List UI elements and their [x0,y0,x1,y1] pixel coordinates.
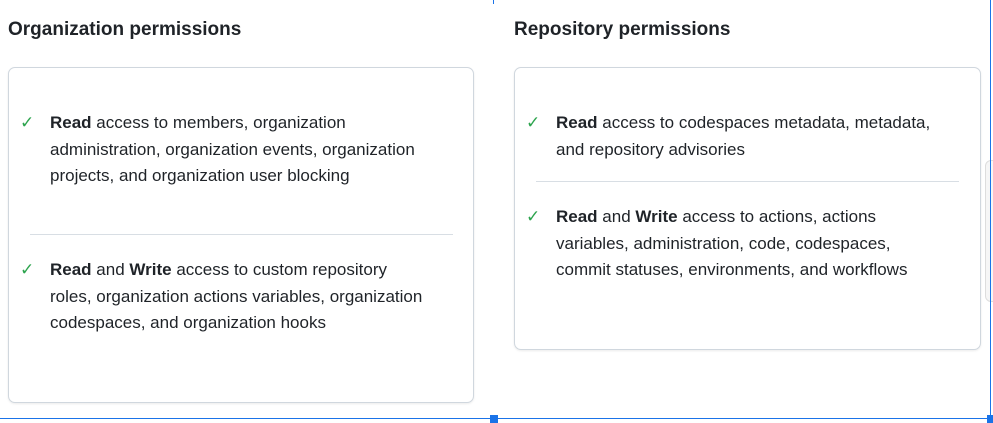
write-label: Write [635,207,678,226]
resize-handle[interactable] [987,415,993,423]
permission-text: access to custom repository roles, organ… [50,260,423,332]
read-label: Read [556,207,598,226]
check-icon: ✓ [526,113,541,132]
org-permissions-card: ✓ Read access to members, organization a… [8,67,474,403]
selection-handle-top [493,0,494,4]
resize-handle[interactable] [490,415,498,423]
side-panel-edge [985,160,993,302]
permission-text: access to actions, actions variables, ad… [556,207,908,279]
divider [536,181,959,182]
org-write-permission: ✓ Read and Write access to custom reposi… [20,257,430,337]
write-label: Write [129,260,172,279]
check-icon: ✓ [20,113,35,132]
selection-outline-right [990,0,991,421]
org-permissions-heading: Organization permissions [8,19,242,40]
repo-permissions-card: ✓ Read access to codespaces metadata, me… [514,67,981,350]
permission-text: access to members, organization administ… [50,113,415,185]
read-label: Read [50,113,92,132]
org-read-permission: ✓ Read access to members, organization a… [20,110,430,190]
read-label: Read [556,113,598,132]
permission-text: access to codespaces metadata, metadata,… [556,113,931,159]
read-label: Read [50,260,92,279]
and-text: and [91,260,130,279]
repo-read-permission: ✓ Read access to codespaces metadata, me… [526,110,936,163]
repo-permissions-heading: Repository permissions [514,19,731,40]
repo-write-permission: ✓ Read and Write access to actions, acti… [526,204,941,284]
divider [30,234,453,235]
check-icon: ✓ [526,207,541,226]
check-icon: ✓ [20,260,35,279]
and-text: and [597,207,636,226]
